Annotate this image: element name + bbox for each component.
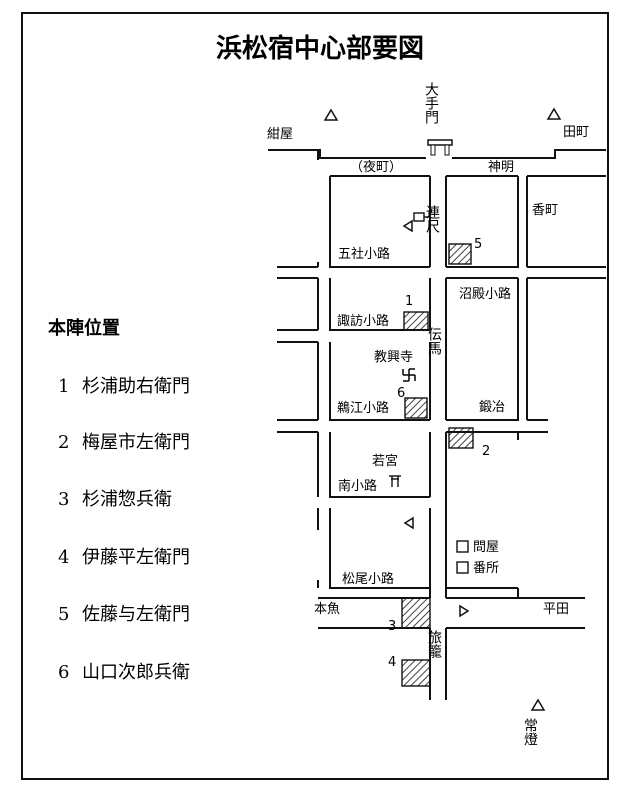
- map-labels: 紺屋 田町 （夜町） 神明 香町 五社小路 沼殿小路 諏訪小路 教興寺 鵜江小路…: [267, 125, 589, 617]
- svg-text:1: 1: [58, 376, 69, 397]
- label-kajimachi: 鍛冶: [479, 400, 505, 415]
- label-otemon: 大手門: [423, 82, 439, 125]
- shrine-icon: [389, 475, 401, 487]
- svg-text:2: 2: [482, 444, 490, 459]
- svg-text:佐藤与左衛門: 佐藤与左衛門: [82, 604, 190, 625]
- svg-text:伊藤平左衛門: 伊藤平左衛門: [82, 547, 190, 568]
- svg-text:5: 5: [58, 604, 69, 625]
- page-title: 浜松宿中心部要図: [216, 33, 424, 64]
- honjin-3-site: [401, 597, 431, 629]
- honjin-4-site: [401, 659, 431, 687]
- svg-text:杉浦惣兵衛: 杉浦惣兵衛: [82, 489, 172, 510]
- label-yomachi: （夜町）: [350, 160, 402, 175]
- label-hatago: 旅籠: [426, 630, 442, 658]
- svg-text:山口次郎兵衛: 山口次郎兵衛: [82, 662, 190, 683]
- label-numadonokoji: 沼殿小路: [459, 286, 511, 302]
- triangle-icon: [459, 604, 470, 618]
- honjin-numbers: 1 2 3 4 5 6: [388, 237, 490, 670]
- temple-icon: [402, 368, 416, 382]
- honjin-2-site: [448, 427, 474, 449]
- label-kouchou: 香町: [532, 203, 558, 218]
- legend-item: 2 梅屋市左衛門: [58, 432, 190, 453]
- svg-text:6: 6: [58, 662, 69, 683]
- svg-text:3: 3: [58, 489, 69, 510]
- label-ukoji: 鵜江小路: [337, 400, 389, 416]
- label-wakamiya: 若宮: [372, 453, 398, 469]
- triangle-icon: [546, 107, 562, 120]
- outer-border: [21, 12, 609, 780]
- street-lines: [268, 149, 606, 700]
- triangle-icon: [323, 108, 339, 121]
- triangle-icon: [403, 516, 414, 530]
- label-rensyaku: 連尺: [424, 205, 440, 233]
- vertical-labels: 大手門 連尺 伝馬 旅籠 常燈: [423, 82, 538, 746]
- label-joutou: 常燈: [522, 718, 538, 746]
- label-konya: 紺屋: [267, 127, 293, 142]
- svg-text:1: 1: [405, 294, 413, 309]
- legend-item: 3 杉浦惣兵衛: [58, 489, 172, 510]
- flag-icon: [413, 212, 430, 222]
- label-motouo: 本魚: [314, 602, 340, 617]
- honjin-1-site: [403, 311, 429, 331]
- honjin-6-site: [404, 397, 428, 419]
- label-minamikoji: 南小路: [338, 478, 377, 494]
- svg-text:杉浦助右衛門: 杉浦助右衛門: [82, 376, 190, 397]
- legend-item: 6 山口次郎兵衛: [58, 662, 190, 683]
- svg-text:2: 2: [58, 432, 69, 453]
- triangle-icon: [402, 219, 413, 233]
- svg-text:3: 3: [388, 619, 396, 634]
- label-suwakoji: 諏訪小路: [337, 313, 389, 329]
- svg-text:梅屋市左衛門: 梅屋市左衛門: [82, 432, 190, 453]
- bansho-box-icon: [456, 561, 469, 574]
- legend-heading: 本陣位置: [48, 317, 120, 339]
- legend-item: 4 伊藤平左衛門: [58, 547, 190, 568]
- svg-text:4: 4: [58, 547, 69, 568]
- label-toiya: 問屋: [473, 540, 499, 555]
- toiya-box-icon: [456, 540, 469, 553]
- legend-item: 1 杉浦助右衛門: [58, 376, 190, 397]
- label-kyokouji: 教興寺: [374, 349, 413, 365]
- legend: 本陣位置 1 杉浦助右衛門 2 梅屋市左衛門 3 杉浦惣兵衛 4 伊藤平左衛門 …: [48, 317, 190, 683]
- label-goshakoji: 五社小路: [338, 246, 390, 262]
- label-heita: 平田: [543, 602, 569, 617]
- svg-text:5: 5: [474, 237, 482, 252]
- label-shinmei: 神明: [488, 160, 514, 175]
- triangle-markers: [323, 107, 562, 711]
- svg-text:6: 6: [397, 386, 405, 401]
- honjin-5-site: [448, 243, 472, 265]
- legend-item: 5 佐藤与左衛門: [58, 604, 190, 625]
- label-denma: 伝馬: [426, 327, 442, 355]
- otemon-gate-icon: [427, 139, 453, 156]
- label-bansho: 番所: [473, 561, 499, 576]
- label-tamachi: 田町: [563, 125, 589, 140]
- label-matsuokoji: 松尾小路: [342, 571, 394, 587]
- honjin-sites: [401, 243, 474, 687]
- svg-text:4: 4: [388, 655, 396, 670]
- triangle-icon: [530, 698, 546, 711]
